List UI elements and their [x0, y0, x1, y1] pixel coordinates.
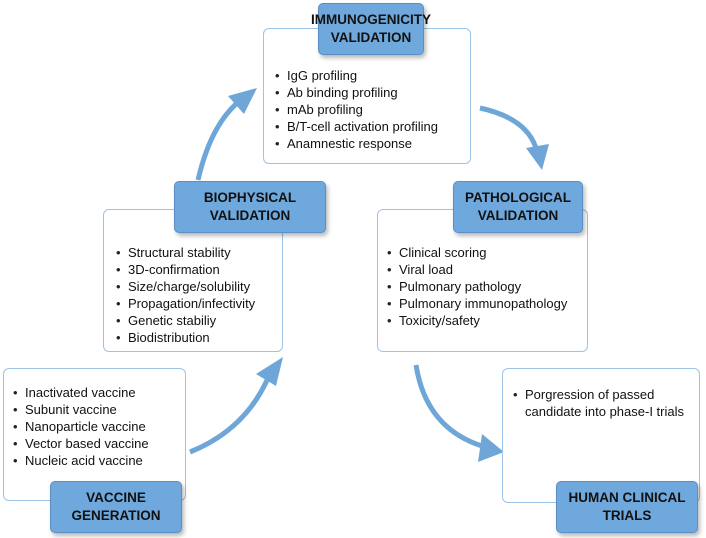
title-line: HUMAN CLINICAL — [568, 490, 686, 505]
list-item: Genetic stabiliy — [116, 312, 255, 329]
title-line: VALIDATION — [477, 208, 559, 223]
list-item: Pulmonary immunopathology — [387, 295, 567, 312]
immunogenicity-list: IgG profiling Ab binding profiling mAb p… — [275, 67, 438, 152]
list-item: Ab binding profiling — [275, 84, 438, 101]
title-line: GENERATION — [71, 508, 161, 523]
arrow-vaccine-to-biophysical — [189, 357, 283, 455]
immunogenicity-box: IgG profiling Ab binding profiling mAb p… — [263, 28, 471, 164]
arrow-biophysical-to-immunogenicity — [195, 88, 257, 181]
human-box: Porgression of passed candidate into pha… — [502, 368, 700, 503]
title-line: IMMUNOGENICITY — [311, 12, 431, 27]
vaccine-box: Inactivated vaccine Subunit vaccine Nano… — [3, 368, 186, 501]
biophysical-list: Structural stability 3D-confirmation Siz… — [116, 244, 255, 346]
title-line: VALIDATION — [209, 208, 291, 223]
list-item: Nucleic acid vaccine — [13, 452, 149, 469]
list-item: Structural stability — [116, 244, 255, 261]
human-list: Porgression of passed candidate into pha… — [513, 386, 691, 420]
list-item: Toxicity/safety — [387, 312, 567, 329]
list-item: Clinical scoring — [387, 244, 567, 261]
pathological-list: Clinical scoring Viral load Pulmonary pa… — [387, 244, 567, 329]
title-line: VACCINE — [86, 490, 146, 505]
title-line: BIOPHYSICAL — [203, 190, 297, 205]
list-item: Vector based vaccine — [13, 435, 149, 452]
immunogenicity-title: IMMUNOGENICITY VALIDATION — [311, 3, 431, 55]
list-item: Porgression of passed candidate into pha… — [513, 386, 691, 420]
list-item: IgG profiling — [275, 67, 438, 84]
list-item: Anamnestic response — [275, 135, 438, 152]
title-line: TRIALS — [602, 508, 652, 523]
list-item: Nanoparticle vaccine — [13, 418, 149, 435]
human-title: HUMAN CLINICAL TRIALS — [556, 481, 698, 533]
title-line: VALIDATION — [330, 30, 412, 45]
vaccine-title: VACCINE GENERATION — [50, 481, 182, 533]
arrow-pathological-to-human — [413, 364, 504, 462]
title-line: PATHOLOGICAL — [465, 190, 571, 205]
list-item: Viral load — [387, 261, 567, 278]
pathological-title: PATHOLOGICAL VALIDATION — [453, 181, 583, 233]
list-item: Inactivated vaccine — [13, 384, 149, 401]
list-item: Pulmonary pathology — [387, 278, 567, 295]
list-item: Size/charge/solubility — [116, 278, 255, 295]
vaccine-list: Inactivated vaccine Subunit vaccine Nano… — [13, 384, 149, 469]
list-item: B/T-cell activation profiling — [275, 118, 438, 135]
biophysical-title: BIOPHYSICAL VALIDATION — [174, 181, 326, 233]
list-item: Biodistribution — [116, 329, 255, 346]
list-item: Propagation/infectivity — [116, 295, 255, 312]
arrow-immunogenicity-to-pathological — [479, 105, 549, 170]
list-item: Subunit vaccine — [13, 401, 149, 418]
list-item: mAb profiling — [275, 101, 438, 118]
list-item: 3D-confirmation — [116, 261, 255, 278]
